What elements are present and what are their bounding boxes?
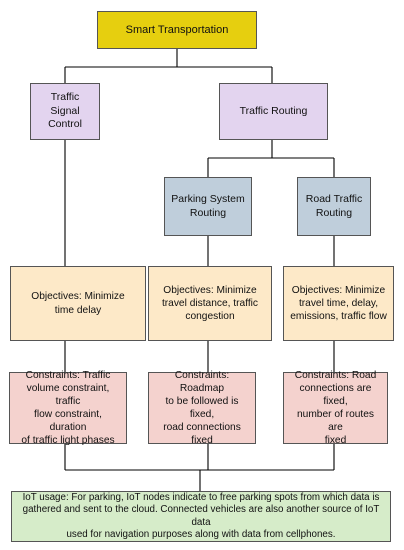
constraints-traffic-signal-node: Constraints: Traffic volume constraint, … <box>9 369 127 447</box>
objective-road-traffic-text: Objectives: Minimize travel time, delay,… <box>290 284 387 323</box>
parking-system-routing-label: Parking System Routing <box>171 193 245 219</box>
traffic-routing-node: Traffic Routing <box>219 83 328 140</box>
smart-transportation-node: Smart Transportation <box>97 11 257 49</box>
smart-transportation-label: Smart Transportation <box>125 23 229 36</box>
objective-road-traffic-node: Objectives: Minimize travel time, delay,… <box>283 266 394 341</box>
connector-root-to-level2 <box>64 49 273 83</box>
traffic-signal-control-node: Traffic Signal Control <box>30 83 100 140</box>
connector-constraints-to-iot <box>64 444 335 491</box>
road-traffic-routing-node: Road Traffic Routing <box>297 177 371 236</box>
parking-system-routing-node: Parking System Routing <box>164 177 252 236</box>
constraints-road-traffic-node: Constraints: Road connections are fixed,… <box>283 369 388 447</box>
objective-parking-text: Objectives: Minimize travel distance, tr… <box>161 284 259 323</box>
objective-parking-node: Objectives: Minimize travel distance, tr… <box>148 266 272 341</box>
iot-usage-node: IoT usage: For parking, IoT nodes indica… <box>11 491 391 542</box>
iot-usage-text: IoT usage: For parking, IoT nodes indica… <box>22 492 380 540</box>
constraints-parking-text: Constraints: Roadmap to be followed is f… <box>163 369 241 447</box>
traffic-signal-control-label: Traffic Signal Control <box>48 91 82 131</box>
constraints-traffic-signal-text: Constraints: Traffic volume constraint, … <box>21 369 115 447</box>
objective-traffic-signal-text: Objectives: Minimize time delay <box>31 291 125 316</box>
constraints-parking-node: Constraints: Roadmap to be followed is f… <box>148 369 256 447</box>
traffic-routing-label: Traffic Routing <box>239 104 308 117</box>
connector-objectives-to-constraints <box>64 341 335 372</box>
road-traffic-routing-label: Road Traffic Routing <box>305 193 363 219</box>
connector-routing-to-children <box>207 140 335 177</box>
constraints-road-traffic-text: Constraints: Road connections are fixed,… <box>294 369 377 447</box>
objective-traffic-signal-node: Objectives: Minimize time delay <box>10 266 146 341</box>
